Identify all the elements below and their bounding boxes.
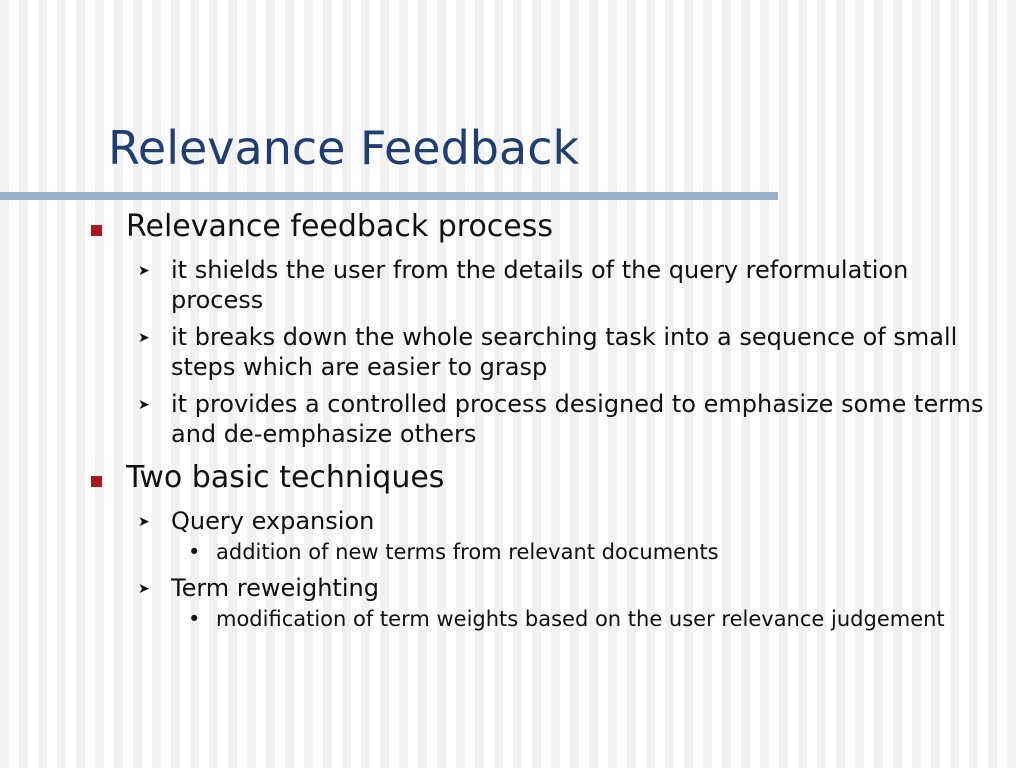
arrow-bullet-icon: ➤	[138, 397, 150, 413]
arrow-bullet-icon: ➤	[138, 581, 150, 597]
sub-bullet-term-reweighting: ➤ Term reweighting	[88, 573, 988, 603]
arrow-bullet-icon: ➤	[138, 263, 150, 279]
square-bullet-icon	[91, 225, 102, 236]
sub-bullet-breaks-down-task: ➤ it breaks down the whole searching tas…	[88, 322, 988, 382]
sub-bullet-query-expansion: ➤ Query expansion	[88, 506, 988, 536]
sub-sub-bullet-addition-new-terms: • addition of new terms from relevant do…	[88, 538, 988, 566]
slide-title: Relevance Feedback	[108, 121, 580, 175]
sub-bullet-text: Query expansion	[171, 507, 375, 535]
sub-bullet-text: Term reweighting	[171, 574, 379, 602]
sub-bullet-text: it provides a controlled process designe…	[171, 390, 984, 448]
arrow-bullet-icon: ➤	[138, 514, 150, 530]
title-underline	[0, 192, 778, 200]
bullet-text: Relevance feedback process	[126, 209, 554, 244]
bullet-relevance-feedback-process: Relevance feedback process	[88, 206, 988, 248]
bullet-text: Two basic techniques	[126, 460, 445, 495]
sub-sub-bullet-text: addition of new terms from relevant docu…	[216, 540, 719, 564]
slide-content: Relevance feedback process ➤ it shields …	[88, 206, 988, 633]
sub-bullet-shields-user: ➤ it shields the user from the details o…	[88, 255, 988, 315]
sub-bullet-text: it breaks down the whole searching task …	[171, 323, 958, 381]
sub-sub-bullet-modification-weights: • modification of term weights based on …	[88, 605, 988, 633]
arrow-bullet-icon: ➤	[138, 330, 150, 346]
sub-sub-bullet-text: modification of term weights based on th…	[216, 607, 945, 631]
sub-bullet-controlled-process: ➤ it provides a controlled process desig…	[88, 389, 988, 449]
sub-bullet-text: it shields the user from the details of …	[171, 256, 909, 314]
dot-bullet-icon: •	[188, 540, 201, 564]
dot-bullet-icon: •	[188, 607, 201, 631]
bullet-two-basic-techniques: Two basic techniques	[88, 457, 988, 499]
square-bullet-icon	[91, 476, 102, 487]
